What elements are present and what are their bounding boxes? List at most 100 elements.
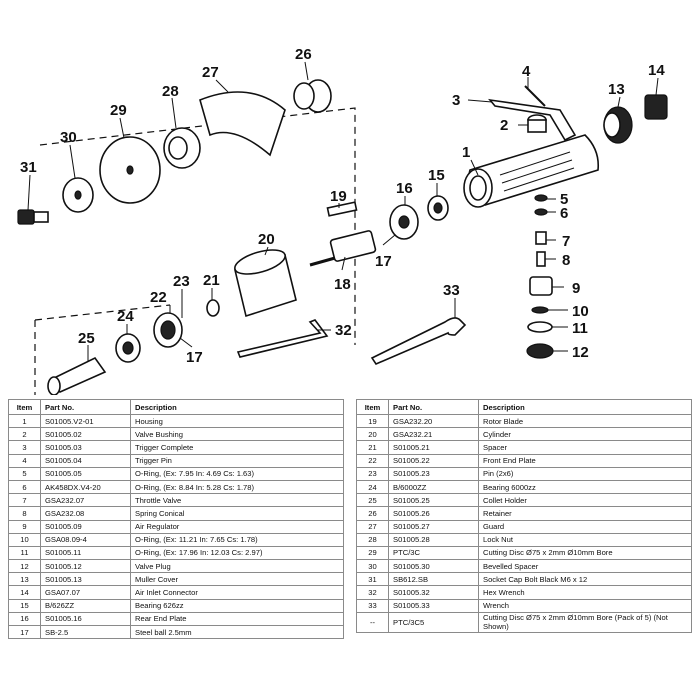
item-cell: 20 — [356, 427, 389, 442]
item-cell: 30 — [356, 559, 389, 574]
description-cell: Spring Conical — [130, 506, 344, 521]
callout-5: 5 — [560, 191, 568, 208]
callout-31: 31 — [20, 159, 37, 176]
description-cell: Bevelled Spacer — [478, 559, 692, 574]
part-no-cell: B/6000ZZ — [388, 479, 479, 495]
part-no-cell: AK458DX.V4-20 — [40, 479, 131, 495]
callout-6: 6 — [560, 205, 568, 222]
description-cell: Muller Cover — [130, 572, 344, 587]
table-header-row: Item Part No. Description — [8, 399, 344, 415]
leader-lines — [27, 61, 659, 362]
callout-22: 22 — [150, 289, 167, 306]
item-cell: 5 — [8, 466, 41, 481]
part-no-cell: S01005.33 — [388, 598, 479, 613]
part-33-wrench — [370, 317, 467, 365]
header-part-no: Part No. — [388, 399, 479, 415]
callout-13: 13 — [608, 81, 625, 98]
part-no-cell: S01005.22 — [388, 453, 479, 468]
callout-25: 25 — [78, 330, 95, 347]
part-21-spacer — [206, 299, 220, 317]
description-cell: Pin (2x6) — [478, 466, 692, 481]
item-cell: 27 — [356, 519, 389, 534]
callout-1: 1 — [462, 144, 470, 161]
description-cell: Steel ball 2.5mm — [130, 624, 344, 640]
description-cell: Collet Holder — [478, 493, 692, 508]
part-no-cell: S01005.32 — [388, 585, 479, 600]
item-cell: 17 — [8, 624, 41, 640]
description-cell: Wrench — [478, 598, 692, 613]
part-26-retainer — [293, 79, 332, 113]
part-31-socket-cap-bolt — [17, 209, 49, 225]
part-no-cell: S01005.09 — [40, 519, 131, 534]
callout-16: 16 — [396, 180, 413, 197]
header-part-no: Part No. — [40, 399, 131, 415]
description-cell: Hex Wrench — [478, 585, 692, 600]
callout-7: 7 — [562, 233, 570, 250]
part-no-cell: S01005.30 — [388, 559, 479, 574]
part-no-cell: S01005.04 — [40, 453, 131, 468]
description-cell: Cutting Disc Ø75 x 2mm Ø10mm Bore — [478, 545, 692, 561]
callout-2: 2 — [500, 117, 508, 134]
item-cell: -- — [356, 611, 389, 633]
item-cell: 8 — [8, 506, 41, 521]
description-cell: Rotor Blade — [478, 413, 692, 429]
parts-5-12-valve-stack — [526, 194, 554, 359]
item-cell: 1 — [8, 413, 41, 429]
part-22-front-end-plate — [153, 312, 183, 348]
part-2-valve-bushing — [527, 114, 547, 133]
item-cell: 28 — [356, 532, 389, 547]
item-cell: 22 — [356, 453, 389, 468]
item-cell: 31 — [356, 572, 389, 587]
part-4-trigger-pin — [524, 85, 546, 107]
callout-30: 30 — [60, 129, 77, 146]
part-1-housing — [463, 134, 600, 208]
header-item: Item — [356, 399, 389, 415]
part-32-hex-wrench — [236, 319, 329, 358]
part-no-cell: GSA232.20 — [388, 413, 479, 429]
part-29-cutting-disc — [99, 136, 161, 204]
callout-11: 11 — [572, 320, 588, 337]
description-cell: Rear End Plate — [130, 611, 344, 627]
part-no-cell: S01005.13 — [40, 572, 131, 587]
item-cell: 23 — [356, 466, 389, 481]
description-cell: Bearing 6000zz — [478, 479, 692, 495]
description-cell: Front End Plate — [478, 453, 692, 468]
item-cell: 12 — [8, 559, 41, 574]
description-cell: Socket Cap Bolt Black M6 x 12 — [478, 572, 692, 587]
item-cell: 9 — [8, 519, 41, 534]
callout-18: 18 — [334, 276, 351, 293]
header-description: Description — [130, 399, 344, 415]
description-cell: O-Ring, (Ex: 17.96 In: 12.03 Cs: 2.97) — [130, 545, 344, 561]
item-cell: 29 — [356, 545, 389, 561]
item-cell: 25 — [356, 493, 389, 508]
part-18-rotor — [309, 230, 377, 267]
item-cell: 24 — [356, 479, 389, 495]
item-cell: 2 — [8, 427, 41, 442]
item-cell: 11 — [8, 545, 41, 561]
item-cell: 32 — [356, 585, 389, 600]
item-cell: 4 — [8, 453, 41, 468]
callout-numbers: 1 2 3 4 5 6 7 8 9 10 11 12 13 14 15 16 1… — [20, 46, 665, 366]
callout-29: 29 — [110, 102, 127, 119]
part-no-cell: SB612.SB — [388, 572, 479, 587]
part-no-cell: S01005.26 — [388, 506, 479, 521]
part-14-air-inlet-connector — [644, 94, 668, 120]
part-no-cell: S01005.03 — [40, 440, 131, 455]
callout-4: 4 — [522, 63, 531, 80]
